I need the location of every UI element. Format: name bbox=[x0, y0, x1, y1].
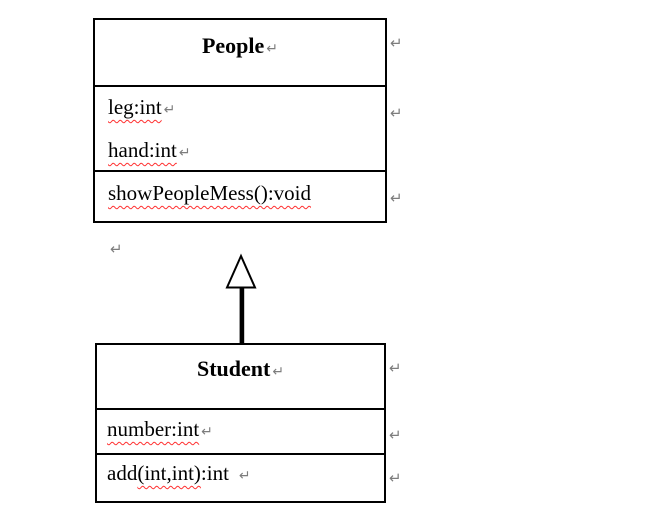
student-attributes-compartment: number:int↵ bbox=[97, 408, 384, 453]
student-class-name: Student bbox=[196, 356, 271, 381]
paragraph-mark-icon: ↵ bbox=[110, 240, 123, 258]
end-of-row-mark-icon: ↵ bbox=[389, 359, 402, 377]
student-title-row: Student↵ bbox=[97, 345, 384, 408]
student-method-1: add(int,int):int↵ bbox=[107, 461, 251, 485]
people-title-row: People↵ bbox=[95, 20, 385, 85]
line-break-icon: ↵ bbox=[163, 102, 176, 118]
student-methods-compartment: add(int,int):int↵ bbox=[97, 453, 384, 501]
people-class-name: People bbox=[201, 33, 265, 58]
line-break-icon: ↵ bbox=[178, 145, 191, 161]
end-of-row-mark-icon: ↵ bbox=[390, 189, 403, 207]
people-method-1: showPeopleMess():void bbox=[108, 181, 311, 205]
inheritance-arrow-shaft bbox=[239, 288, 245, 345]
people-attribute-1: leg:int↵ bbox=[108, 95, 176, 119]
people-attribute-2: hand:int↵ bbox=[108, 138, 191, 162]
line-break-icon: ↵ bbox=[238, 468, 251, 484]
end-of-row-mark-icon: ↵ bbox=[389, 469, 402, 487]
student-attribute-1: number:int↵ bbox=[107, 417, 213, 441]
generalization-triangle-icon bbox=[225, 253, 257, 289]
line-break-icon: ↵ bbox=[272, 364, 285, 380]
line-break-icon: ↵ bbox=[266, 41, 279, 57]
class-box-people[interactable]: People↵ leg:int↵ hand:int↵ showPeopleMes… bbox=[93, 18, 387, 223]
line-break-icon: ↵ bbox=[201, 424, 213, 440]
end-of-row-mark-icon: ↵ bbox=[390, 34, 403, 52]
end-of-row-mark-icon: ↵ bbox=[389, 426, 402, 444]
people-methods-compartment: showPeopleMess():void bbox=[95, 170, 385, 221]
class-box-student[interactable]: Student↵ number:int↵ add(int,int):int↵ bbox=[95, 343, 386, 503]
people-attributes-compartment: leg:int↵ hand:int↵ bbox=[95, 85, 385, 170]
end-of-row-mark-icon: ↵ bbox=[390, 104, 403, 122]
